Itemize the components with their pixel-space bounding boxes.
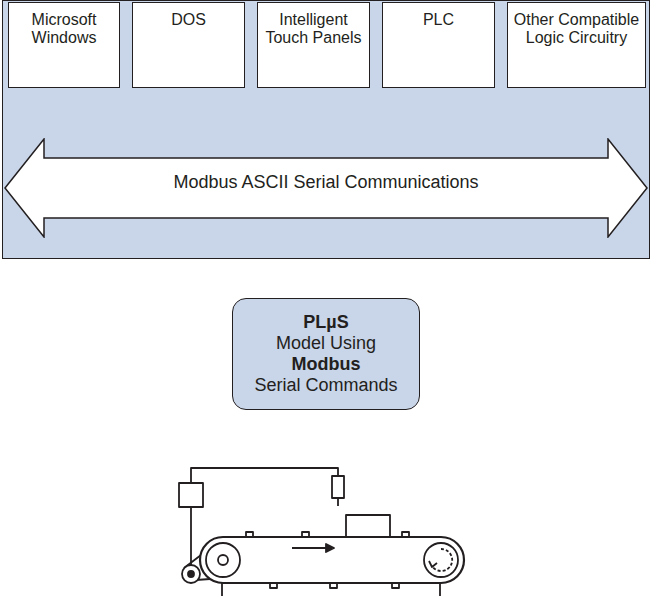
controller-box: PLµSModel UsingModbusSerial Commands	[232, 298, 420, 410]
box-label: Other Compatible Logic Circuitry	[512, 11, 641, 48]
box-label: PLC	[387, 11, 490, 29]
controller-label: Model Using	[276, 333, 376, 354]
box-label: DOS	[137, 11, 240, 29]
controller-label: Modbus	[292, 354, 361, 375]
bus-band: Modbus ASCII Serial Communications	[4, 138, 648, 238]
source-box: DOS	[132, 2, 245, 88]
source-box: Microsoft Windows	[8, 2, 120, 88]
source-box: PLC	[382, 2, 495, 88]
band-text-holder: Modbus ASCII Serial Communications	[44, 160, 608, 204]
band-outline	[5, 139, 647, 237]
bus-label: Modbus ASCII Serial Communications	[173, 172, 478, 193]
source-box: Other Compatible Logic Circuitry	[507, 2, 646, 88]
box-label: Intelligent Touch Panels	[262, 11, 365, 48]
source-box: Intelligent Touch Panels	[257, 2, 370, 88]
machine-node	[100, 450, 480, 600]
box-label: Microsoft Windows	[13, 11, 115, 48]
controller-label: Serial Commands	[254, 375, 397, 396]
controller-label: PLµS	[303, 312, 348, 333]
